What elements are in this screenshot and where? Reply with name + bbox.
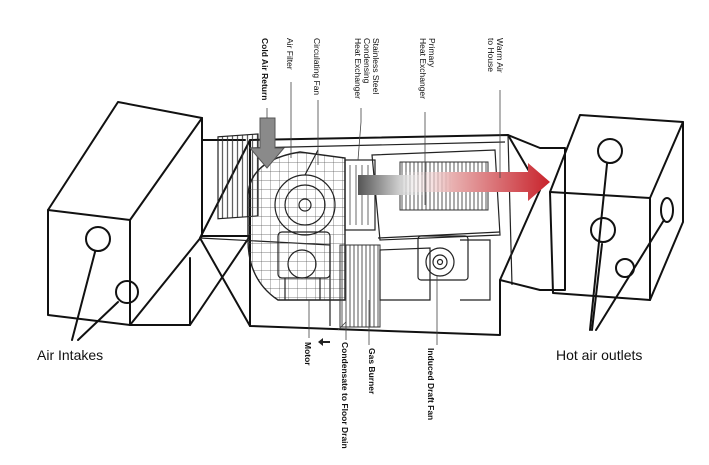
label-gas-burner: Gas Burner bbox=[367, 348, 377, 395]
cold-air-arrow bbox=[248, 117, 286, 169]
motor bbox=[277, 231, 331, 300]
air-intake-port-1 bbox=[85, 226, 111, 252]
label-condensate: Condensate to Floor Drain bbox=[340, 342, 350, 449]
label-warm-air-line2: to House bbox=[486, 38, 496, 72]
induced-draft-fan bbox=[417, 235, 491, 301]
label-air-intakes: Air Intakes bbox=[37, 347, 103, 363]
label-motor: Motor bbox=[303, 342, 313, 366]
leader-lines bbox=[71, 82, 665, 346]
hot-air-outlet-port-1 bbox=[597, 138, 623, 164]
gas-burner bbox=[339, 244, 431, 328]
label-primary-hx-line2: Heat Exchanger bbox=[418, 38, 428, 99]
label-warm-air-line1: Warm Air bbox=[495, 38, 505, 73]
label-primary-hx-line1: Primary bbox=[427, 38, 437, 68]
label-stainless-steel-line3: Heat Exchanger bbox=[353, 38, 363, 99]
label-circulating-fan: Circulating Fan bbox=[312, 38, 322, 95]
label-air-filter: Air Filter bbox=[285, 38, 295, 70]
hot-air-outlet-port-2 bbox=[590, 217, 616, 243]
label-stainless-steel-line2: Condensing bbox=[362, 38, 372, 84]
right-outlet-plenum bbox=[499, 114, 684, 301]
label-stainless-steel-line1: Stainless Steel bbox=[371, 38, 381, 94]
label-induced-draft-fan: Induced Draft Fan bbox=[426, 348, 436, 420]
warm-air-arrow bbox=[400, 163, 550, 201]
label-hot-air-outlets: Hot air outlets bbox=[556, 347, 642, 363]
label-cold-air-return: Cold Air Return bbox=[260, 38, 270, 101]
hot-air-outlet-port-4 bbox=[660, 197, 674, 223]
air-intake-port-2 bbox=[115, 280, 139, 304]
